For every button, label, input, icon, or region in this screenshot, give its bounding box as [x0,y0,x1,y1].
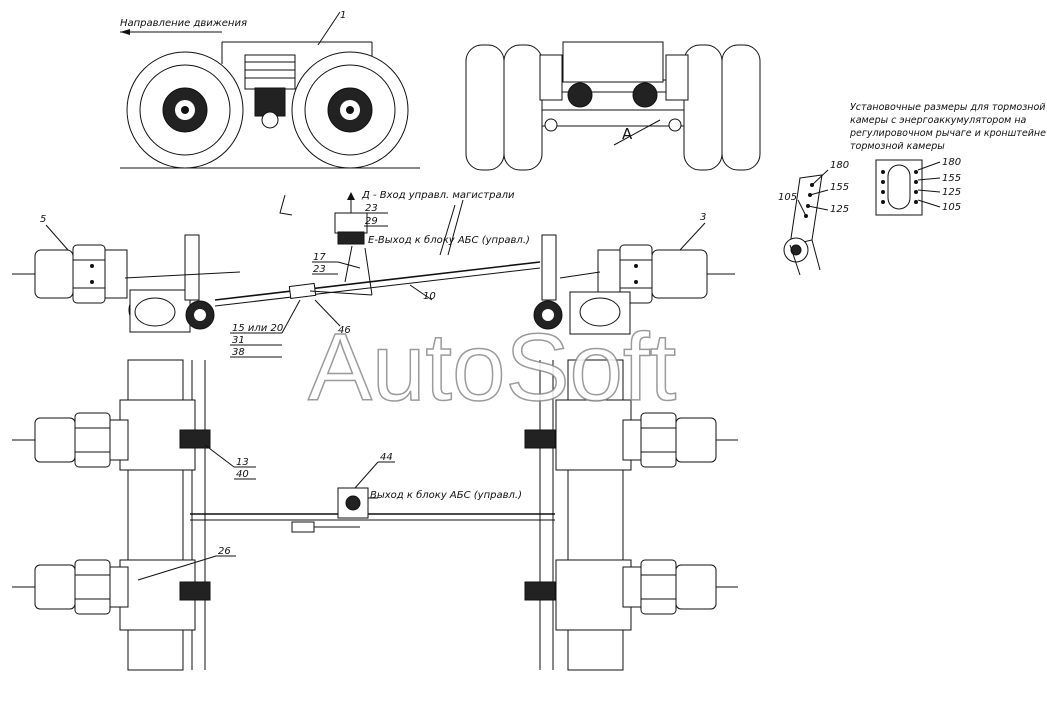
bracket-dim-180: 180 [942,157,961,168]
direction-arrow [120,29,222,35]
plan-chamber-rear-right [622,559,738,615]
abs-output-annotation: Выход к блоку АБС (управл.) [370,489,522,501]
callout-5: 5 [40,214,46,225]
callout-15-20: 15 или 20 [232,323,283,334]
side-wheel-right [291,51,409,169]
callout-29: 29 [365,216,378,227]
install-note-line-1: Установочные размеры для тормозной [850,102,1045,113]
lever-dim-180: 180 [830,160,849,171]
callout-23a: 23 [365,203,378,214]
plan-view: Выход к блоку АБС (управл.) 44 13 40 26 [12,359,738,671]
side-view: 1 [120,10,420,169]
bracket-dim-105: 105 [942,202,961,213]
brake-chamber-right [597,244,735,304]
callout-26: 26 [218,546,231,557]
callout-44: 44 [380,452,393,463]
relay-valve-iso [309,192,373,296]
plan-chamber-front-right [622,412,738,468]
callout-40: 40 [236,469,249,480]
callout-38: 38 [232,347,245,358]
bracket-dim-125: 125 [942,187,961,198]
axle-tube-left [128,289,191,333]
callout-46: 46 [338,325,351,336]
lever-dim-155: 155 [830,182,849,193]
e-output-annotation: Е-Выход к блоку АБС (управл.) [368,234,530,246]
lever-dim-125: 125 [830,204,849,215]
direction-title: Направление движения [120,18,247,29]
rear-view: А [465,41,761,171]
lever-dim-105: 105 [778,192,797,203]
callout-3: 3 [700,212,706,223]
install-note: Установочные размеры для тормозной камер… [849,102,1046,152]
d-input-annotation: Д - Вход управл. магистрали [361,190,515,201]
callout-17: 17 [313,252,326,263]
callout-23b: 23 [313,264,326,275]
side-wheel-left [126,51,244,169]
view-marker-a: А [622,125,633,143]
brake-chamber-left [12,244,128,304]
iso-view: Д - Вход управл. магистрали Е-Выход к бл… [12,190,735,358]
plan-chamber-rear-left [12,559,129,615]
axle-tube-right [569,291,631,335]
callout-1: 1 [340,10,346,21]
install-note-line-2: камеры с энергоаккумулятором на [850,115,1027,126]
watermark: AutoSoft [308,314,676,421]
bracket-detail: 180 155 125 105 [875,157,961,216]
side-suspension [244,54,296,129]
callout-10: 10 [423,291,436,302]
callout-31: 31 [232,335,245,346]
plan-chamber-front-left [12,412,129,468]
install-note-line-4: тормозной камеры [850,141,945,152]
bracket-dim-155: 155 [942,173,961,184]
callout-13: 13 [236,457,249,468]
slack-adjuster-detail: 180 155 125 105 [778,160,849,276]
install-note-line-3: регулировочном рычаге и кронштейне [849,128,1046,139]
relay-valve-plan [291,487,378,533]
